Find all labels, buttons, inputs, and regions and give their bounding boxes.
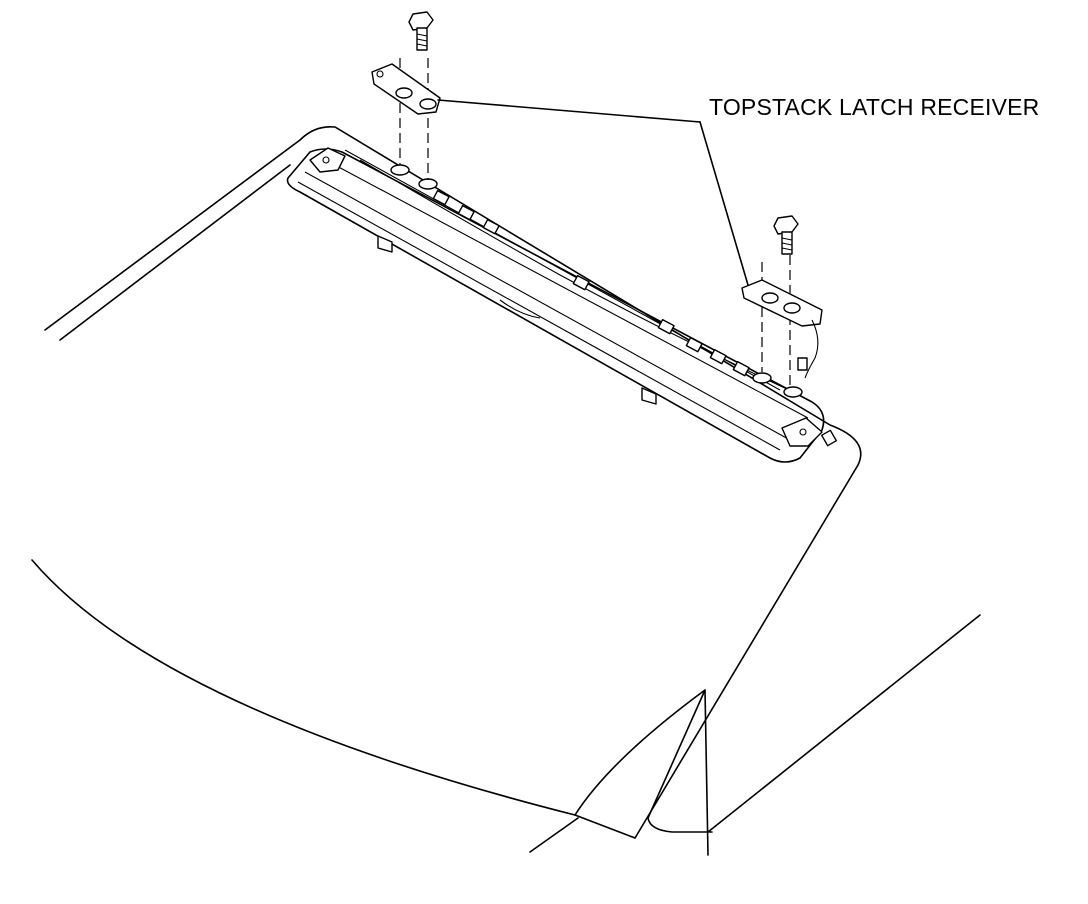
callout-leader: [437, 99, 749, 286]
bolt-right: [773, 215, 799, 255]
front-header-bar: [286, 147, 838, 463]
windshield-glass: [31, 125, 862, 839]
topstack-latch-receiver-label: TOPSTACK LATCH RECEIVER: [709, 94, 1040, 120]
a-pillar: [529, 614, 981, 856]
bolt-left: [408, 11, 434, 51]
latch-receiver-left: [371, 58, 441, 180]
latch-receiver-right: [741, 255, 823, 388]
